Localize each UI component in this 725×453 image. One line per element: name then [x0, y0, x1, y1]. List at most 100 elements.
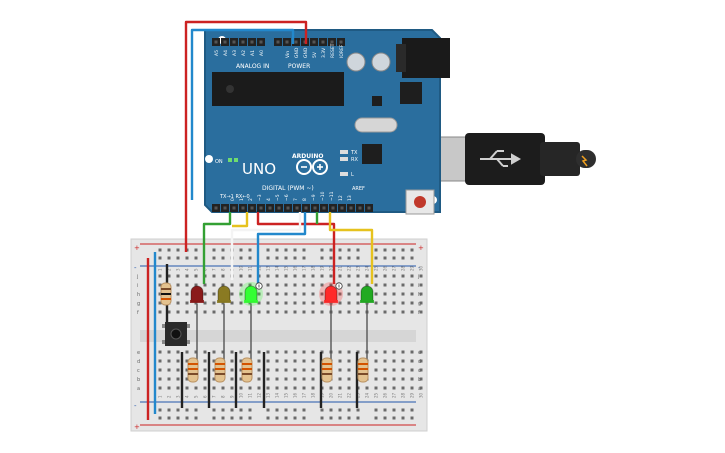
led-olive[interactable] — [217, 285, 231, 303]
column-number: 8 — [221, 268, 226, 271]
l-label: L — [351, 172, 354, 178]
resistor[interactable] — [187, 357, 199, 383]
aref-label: AREF — [352, 186, 365, 192]
pin-label: IOREF — [339, 44, 345, 58]
resistor[interactable] — [357, 357, 369, 383]
center-trench — [140, 330, 416, 342]
column-number: 26 — [383, 265, 388, 271]
column-number: 26 — [383, 392, 388, 398]
wire-yellow-pin12 — [328, 212, 374, 284]
rail-minus-label: - — [418, 264, 421, 272]
row-letter: f — [418, 310, 420, 316]
column-number: 25 — [374, 265, 379, 271]
wire-red-5v — [184, 20, 308, 252]
row-letter: h — [137, 292, 140, 298]
rail-plus-label: + — [134, 423, 140, 431]
rail-plus-label: + — [418, 244, 424, 252]
column-number: 28 — [401, 265, 406, 271]
column-number: 10 — [239, 265, 244, 271]
column-number: 1 — [158, 268, 163, 271]
pin-label: 4 — [266, 198, 272, 201]
led-dark-red[interactable] — [190, 285, 204, 303]
pin-label: ~9 — [311, 194, 317, 201]
pin-label: A1 — [250, 50, 256, 56]
rail-minus-label: - — [134, 402, 137, 410]
pin-label: 12 — [338, 195, 344, 201]
pin-label: A3 — [232, 50, 238, 56]
pin-label: 13 — [347, 195, 353, 201]
column-number: 3 — [176, 268, 181, 271]
row-letter: i — [418, 283, 419, 289]
analog-in-label: ANALOG IN — [236, 63, 269, 70]
spark-icon — [581, 155, 588, 167]
column-number: 16 — [293, 265, 298, 271]
column-number: 6 — [203, 395, 208, 398]
uno-logo-text: UNO — [242, 160, 276, 178]
on-label: ON — [215, 159, 223, 165]
column-number: 5 — [194, 395, 199, 398]
row-letter: j — [417, 274, 419, 280]
column-number: 13 — [266, 265, 271, 271]
wire-white-pin8 — [230, 212, 302, 280]
resistor[interactable] — [321, 357, 333, 383]
led-green[interactable] — [360, 285, 374, 303]
row-letter: i — [137, 283, 138, 289]
led-bright-red[interactable] — [319, 282, 343, 306]
pin-label: 1 — [239, 198, 245, 201]
resistor[interactable] — [160, 282, 172, 306]
wires — [146, 20, 374, 420]
row-letter: e — [418, 350, 421, 356]
rail-minus-label: - — [134, 264, 137, 272]
pin-label: A5 — [214, 50, 220, 56]
power-label: POWER — [288, 63, 310, 70]
pin-label: ~3 — [257, 194, 263, 201]
column-number: 30 — [419, 392, 424, 398]
column-number: 30 — [419, 265, 424, 271]
column-number: 8 — [221, 395, 226, 398]
led-bright-green[interactable] — [239, 282, 263, 306]
column-number: 7 — [212, 395, 217, 398]
column-number: 17 — [302, 265, 307, 271]
reset-button[interactable] — [405, 189, 435, 215]
column-number: 29 — [410, 265, 415, 271]
resistor[interactable] — [214, 357, 226, 383]
wire-green-pin2 — [202, 212, 232, 284]
resistor[interactable] — [241, 357, 253, 383]
row-letter: h — [418, 292, 421, 298]
voltage-regulator — [400, 82, 422, 104]
power-header — [274, 38, 345, 46]
on-led — [228, 158, 232, 162]
column-number: 4 — [185, 395, 190, 398]
row-letter: b — [137, 377, 140, 383]
pin-label: GND — [294, 47, 300, 58]
mounting-hole — [205, 155, 213, 163]
column-number: 17 — [302, 392, 307, 398]
column-number: 25 — [374, 392, 379, 398]
analog-header — [212, 38, 265, 46]
rail-plus-label: + — [134, 244, 140, 252]
row-letter: a — [418, 386, 421, 392]
row-letter: c — [418, 368, 421, 374]
arduino-logo-icon — [296, 159, 328, 175]
row-letter: g — [418, 301, 421, 307]
wire-blue-pin9 — [256, 212, 307, 284]
column-number: 22 — [347, 392, 352, 398]
pushbutton[interactable] — [162, 322, 190, 346]
column-number: 27 — [392, 392, 397, 398]
pin-label: 2 — [248, 198, 254, 201]
column-number: 21 — [338, 265, 343, 271]
column-number: 4 — [185, 268, 190, 271]
column-number: 20 — [329, 392, 334, 398]
usb-chip — [362, 144, 382, 164]
pin-label: 3.3V — [321, 47, 327, 58]
capacitor — [346, 52, 366, 72]
pin-label: 0 — [230, 198, 236, 201]
pin-label: RESET — [330, 43, 336, 58]
pin-label: A4 — [223, 50, 229, 56]
pin-label: 8 — [302, 198, 308, 201]
column-number: 15 — [284, 392, 289, 398]
row-letter: b — [418, 377, 421, 383]
